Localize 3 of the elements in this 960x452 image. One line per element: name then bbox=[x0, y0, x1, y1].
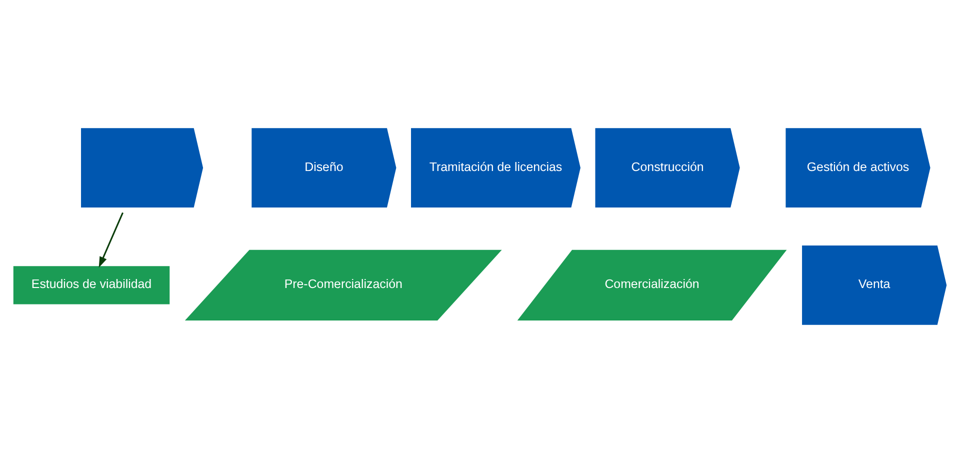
arrow bbox=[98, 212, 124, 268]
node-chevron bbox=[80, 126, 204, 208]
node-box: Estudios de viabilidad bbox=[12, 264, 170, 305]
